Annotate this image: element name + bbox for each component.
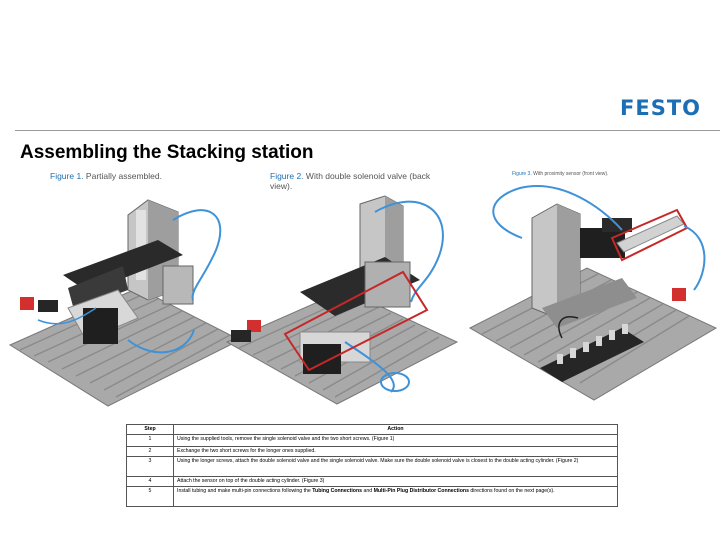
steps-table: Step Action 1 Using the supplied tools, … — [126, 424, 618, 507]
figure-3-label: Figure 3. — [512, 171, 532, 177]
step-action: Using the supplied tools, remove the sin… — [173, 434, 618, 447]
tubing-connections-link[interactable]: Tubing Connections — [312, 488, 363, 494]
action-text: Install tubing and make multi-pin connec… — [177, 488, 313, 494]
figure-3-photo — [468, 185, 718, 401]
step-action: Attach the sensor on top of the double a… — [173, 476, 618, 487]
header-step: Step — [126, 424, 174, 435]
table-row: 3 Using the longer screws, attach the do… — [126, 456, 618, 477]
header-action: Action — [173, 424, 618, 435]
step-number: 4 — [126, 476, 174, 487]
figure-2-caption: Figure 2. With double solenoid valve (ba… — [270, 171, 450, 191]
step-number: 3 — [126, 456, 174, 477]
step-action: Install tubing and make multi-pin connec… — [173, 486, 618, 507]
step-number: 2 — [126, 446, 174, 457]
table-row: 2 Exchange the two short screws for the … — [126, 446, 618, 457]
figure-2-photo — [225, 195, 459, 405]
figure-1-photo — [8, 199, 242, 407]
page-title: Assembling the Stacking station — [20, 142, 314, 163]
action-text: and — [362, 488, 374, 494]
step-number: 1 — [126, 434, 174, 447]
figure-1-caption: Figure 1. Partially assembled. — [50, 171, 162, 181]
step-action: Using the longer screws, attach the doub… — [173, 456, 618, 477]
table-row: 4 Attach the sensor on top of the double… — [126, 476, 618, 487]
multi-pin-connections-link[interactable]: Multi-Pin Plug Distributor Connections — [373, 488, 469, 494]
figure-2-text: With double solenoid valve (back view). — [270, 171, 431, 191]
table-row: 1 Using the supplied tools, remove the s… — [126, 434, 618, 447]
header-divider — [15, 130, 720, 131]
figure-3-text: With proximity sensor (front view). — [533, 171, 609, 177]
figure-3-caption: Figure 3. With proximity sensor (front v… — [512, 169, 608, 179]
step-number: 5 — [126, 486, 174, 507]
action-text: directions found on the next page(s). — [468, 488, 555, 494]
table-header-row: Step Action — [126, 424, 618, 435]
step-action: Exchange the two short screws for the lo… — [173, 446, 618, 457]
figure-2-label: Figure 2. — [270, 171, 304, 181]
figure-1-label: Figure 1. — [50, 171, 84, 181]
festo-logo: FESTO — [620, 96, 701, 120]
table-row: 5 Install tubing and make multi-pin conn… — [126, 486, 618, 507]
figure-1-text: Partially assembled. — [85, 171, 162, 181]
